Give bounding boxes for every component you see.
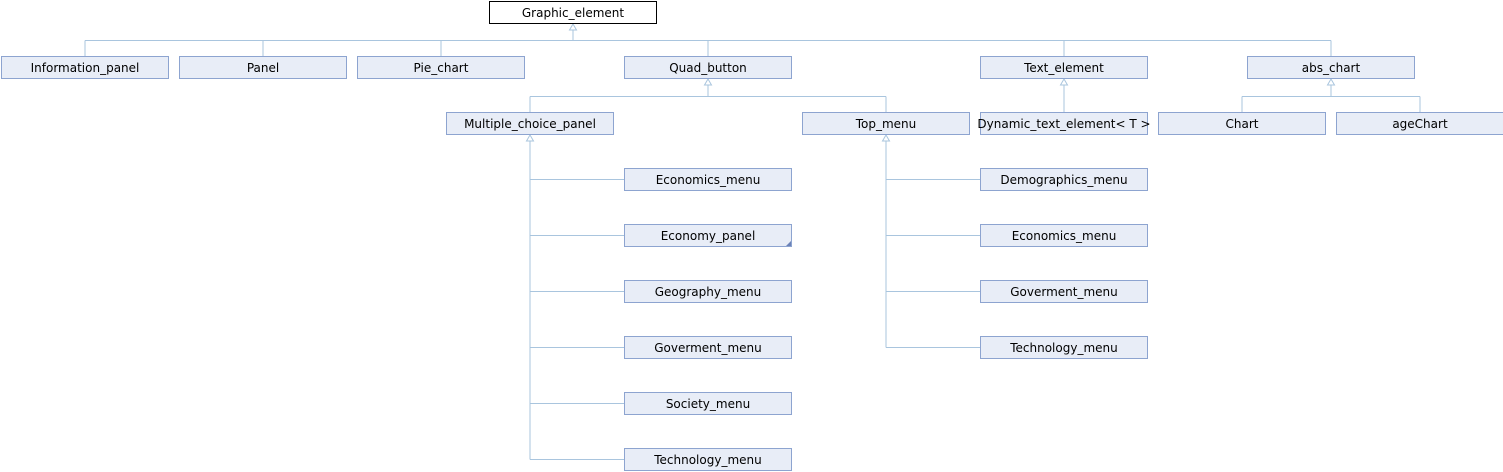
inheritance-arrow-abs_chart [1326, 78, 1336, 86]
class-box[interactable] [624, 224, 792, 247]
class-box[interactable] [802, 112, 970, 135]
class-label: ageChart [1392, 117, 1448, 131]
class-box[interactable] [624, 56, 792, 79]
class-label: Technology_menu [1009, 341, 1118, 355]
class-node-quad-button[interactable]: Quad_button [624, 56, 792, 79]
class-node-panel[interactable]: Panel [179, 56, 347, 79]
class-node-tm-economics-menu[interactable]: Economics_menu [980, 224, 1148, 247]
class-box[interactable] [980, 280, 1148, 303]
class-box[interactable] [624, 280, 792, 303]
class-node-top-menu[interactable]: Top_menu [802, 112, 970, 135]
class-box[interactable] [980, 336, 1148, 359]
class-node-mcp-economics-menu[interactable]: Economics_menu [624, 168, 792, 191]
class-node-dynamic-text-element[interactable]: Dynamic_text_element< T > [977, 112, 1151, 135]
class-node-mcp-economy-panel[interactable]: Economy_panel [624, 224, 792, 247]
class-node-mcp-society-menu[interactable]: Society_menu [624, 392, 792, 415]
class-node-chart[interactable]: Chart [1158, 112, 1326, 135]
class-node-agechart[interactable]: ageChart [1336, 112, 1503, 135]
class-node-tm-technology-menu[interactable]: Technology_menu [980, 336, 1148, 359]
class-label: Information_panel [31, 61, 140, 75]
class-label: Pie_chart [414, 61, 469, 75]
class-box[interactable] [179, 56, 347, 79]
class-node-mcp-goverment-menu[interactable]: Goverment_menu [624, 336, 792, 359]
class-label: Chart [1226, 117, 1259, 131]
class-label: Society_menu [666, 397, 750, 411]
class-node-pie-chart[interactable]: Pie_chart [357, 56, 525, 79]
class-box[interactable] [980, 224, 1148, 247]
class-box[interactable] [446, 112, 614, 135]
class-label: Top_menu [855, 117, 917, 131]
class-box[interactable] [1336, 112, 1503, 135]
inheritance-arrow-multiple_choice_panel [525, 134, 535, 142]
class-box[interactable] [489, 1, 657, 24]
class-box[interactable] [1, 56, 169, 79]
class-label: Economy_panel [661, 229, 756, 243]
class-node-multiple-choice-panel[interactable]: Multiple_choice_panel [446, 112, 614, 135]
class-node-mcp-geography-menu[interactable]: Geography_menu [624, 280, 792, 303]
class-node-graphic-element[interactable]: Graphic_element [489, 1, 657, 24]
class-label: Multiple_choice_panel [464, 117, 596, 131]
class-label: Text_element [1023, 61, 1104, 75]
class-label: Dynamic_text_element< T > [977, 117, 1150, 131]
class-label: Technology_menu [653, 453, 762, 467]
class-label: Goverment_menu [1010, 285, 1118, 299]
class-label: Graphic_element [522, 6, 625, 20]
class-box[interactable] [624, 448, 792, 471]
class-label: Goverment_menu [654, 341, 762, 355]
class-label: Geography_menu [655, 285, 762, 299]
inheritance-arrow-top_menu [881, 134, 891, 142]
inheritance-arrow-graphic_element [568, 23, 578, 31]
class-label: Panel [247, 61, 279, 75]
class-node-abs-chart[interactable]: abs_chart [1247, 56, 1415, 79]
class-box[interactable] [1247, 56, 1415, 79]
inheritance-arrow-quad_button [703, 78, 713, 86]
class-label: Economics_menu [656, 173, 761, 187]
more-subclasses-marker [786, 241, 791, 246]
class-label: abs_chart [1302, 61, 1361, 75]
class-box[interactable] [624, 336, 792, 359]
class-box[interactable] [980, 112, 1148, 135]
class-box[interactable] [980, 56, 1148, 79]
class-node-mcp-technology-menu[interactable]: Technology_menu [624, 448, 792, 471]
class-node-text-element[interactable]: Text_element [980, 56, 1148, 79]
inheritance-arrow-text_element [1059, 78, 1069, 86]
class-box[interactable] [980, 168, 1148, 191]
class-node-tm-goverment-menu[interactable]: Goverment_menu [980, 280, 1148, 303]
class-box[interactable] [1158, 112, 1326, 135]
class-node-tm-demographics-menu[interactable]: Demographics_menu [980, 168, 1148, 191]
class-box[interactable] [624, 392, 792, 415]
class-box[interactable] [624, 168, 792, 191]
class-label: Economics_menu [1012, 229, 1117, 243]
class-node-information-panel[interactable]: Information_panel [1, 56, 169, 79]
class-label: Quad_button [669, 61, 747, 75]
edges-layer [84, 23, 1421, 460]
class-label: Demographics_menu [1000, 173, 1127, 187]
class-box[interactable] [357, 56, 525, 79]
